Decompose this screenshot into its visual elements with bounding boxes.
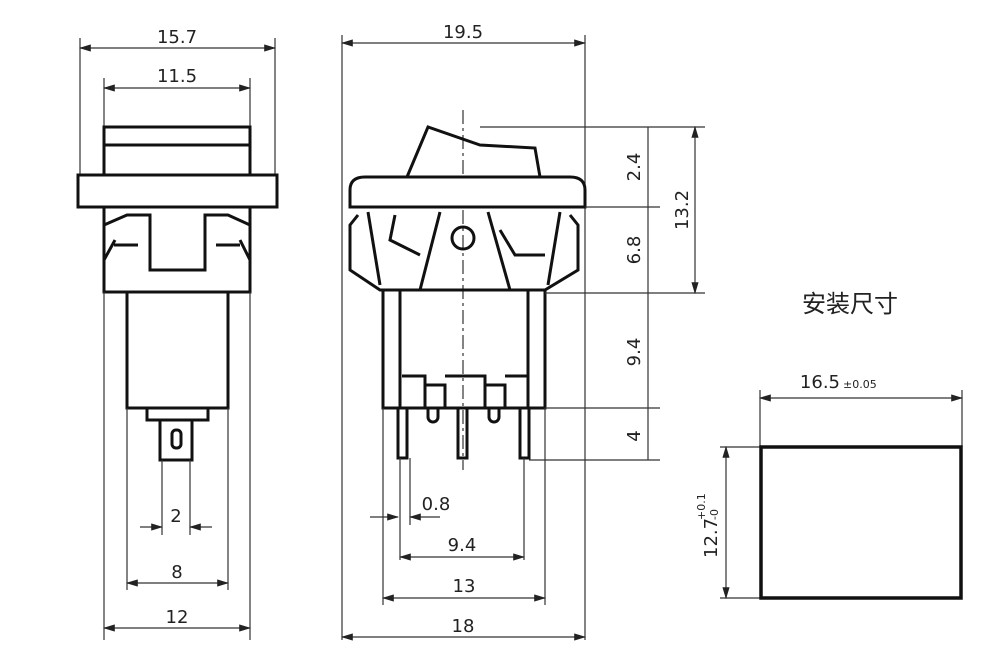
dim-pin-pitch: 9.4 [448, 535, 477, 556]
dim-front-base-width: 18 [452, 616, 475, 637]
dim-pin-height: 4 [624, 430, 645, 441]
cutout-width-tolerance: ±0.05 [843, 378, 877, 391]
dim-side-terminal-width: 2 [170, 506, 181, 527]
dim-housing-height: 6.8 [624, 236, 645, 265]
panel-cutout: 安装尺寸 16.5 ±0.05 12.7 +0.1 -0 [695, 290, 964, 600]
front-view: 19.5 0.8 9.4 13 18 [340, 22, 587, 641]
dim-total-top-height: 13.2 [672, 190, 693, 230]
cutout-title: 安装尺寸 [802, 290, 898, 318]
height-dimensions: 2.4 6.8 13.2 9.4 4 [480, 125, 705, 461]
dim-front-body-width: 13 [453, 576, 476, 597]
dim-pin-thickness: 0.8 [422, 494, 451, 515]
dim-rocker-height: 2.4 [624, 153, 645, 182]
cutout-height: 12.7 [701, 518, 722, 558]
cutout-height-tol-plus: +0.1 [695, 493, 708, 520]
dim-body-height: 9.4 [624, 338, 645, 367]
dim-side-body-width: 8 [171, 562, 182, 583]
cutout-width: 16.5 [800, 372, 840, 393]
side-view: 15.7 11.5 2 8 12 [76, 27, 279, 640]
cutout-height-tol-minus: -0 [708, 509, 721, 520]
dim-side-cap-width: 11.5 [157, 66, 197, 87]
dim-side-overall-width: 15.7 [157, 27, 197, 48]
dim-side-base-width: 12 [166, 607, 189, 628]
dim-front-overall-width: 19.5 [443, 22, 483, 43]
